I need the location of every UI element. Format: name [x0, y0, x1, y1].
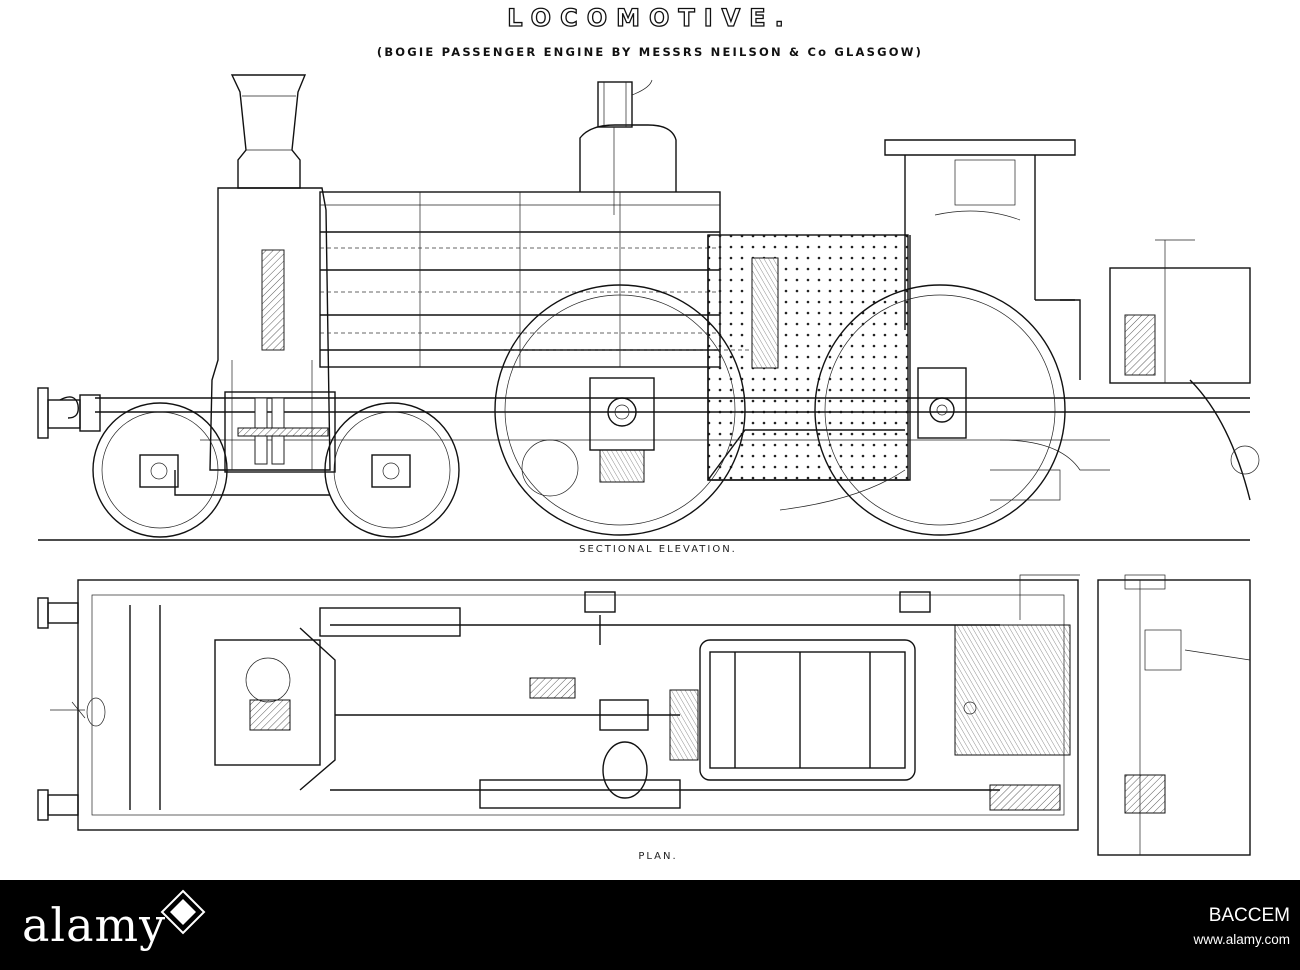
plan-cab: [954, 574, 1080, 756]
plan-caption: PLAN.: [638, 851, 678, 862]
pipework: [521, 439, 1110, 511]
alamy-logo-icon: [160, 889, 206, 935]
plan-cylinders: [214, 627, 336, 791]
steam-dome: [579, 79, 677, 215]
drawing-title: LOCOMOTIVE.: [507, 3, 793, 32]
plan-view: [37, 574, 1251, 856]
stock-url: www.alamy.com: [1193, 932, 1290, 947]
engraving-sheet: LOCOMOTIVE. (BOGIE PASSENGER ENGINE BY M…: [37, 3, 1260, 862]
front-buffers: [37, 387, 101, 439]
tender-front: [1109, 239, 1260, 501]
chimney: [230, 74, 307, 189]
plan-motion: [319, 591, 1061, 811]
frames: [95, 397, 1250, 496]
driving-wheels: [494, 284, 1066, 536]
bogie-wheels: [92, 402, 460, 538]
cab: [884, 139, 1081, 380]
firebox: [707, 234, 911, 481]
axleboxes: [589, 367, 967, 483]
elevation-caption: SECTIONAL ELEVATION.: [579, 544, 737, 555]
plan-buffers: [37, 597, 106, 821]
boiler-barrel: [319, 191, 721, 368]
sectional-elevation-view: [37, 74, 1260, 541]
stock-image-id: BACCEM: [1208, 905, 1290, 926]
plan-firebox: [669, 639, 916, 781]
watermark-banner: alamy BACCEM www.alamy.com: [0, 880, 1300, 970]
drawing-subtitle: (BOGIE PASSENGER ENGINE BY MESSRS NEILSO…: [376, 45, 924, 59]
locomotive-engraving: [37, 74, 1260, 856]
plan-tender: [1097, 574, 1251, 856]
alamy-logo: alamy: [22, 898, 167, 952]
smokebox: [209, 187, 331, 471]
cylinder: [224, 391, 336, 473]
